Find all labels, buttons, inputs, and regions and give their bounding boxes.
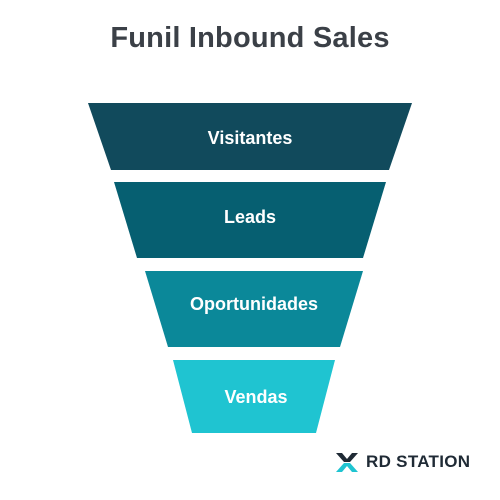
logo-mark-bottom	[336, 463, 358, 472]
funnel-stage-shape	[88, 103, 412, 170]
funnel-stage-label: Vendas	[224, 387, 287, 407]
logo-mark-top	[336, 453, 358, 462]
funnel-stage-vendas: Vendas	[173, 360, 335, 433]
funnel-stage-shape	[114, 182, 386, 258]
logo-text: RD STATION	[366, 452, 471, 471]
funnel-stage-visitantes: Visitantes	[88, 103, 412, 170]
funnel-stage-label: Visitantes	[208, 128, 293, 148]
funnel-stage-shape	[145, 271, 363, 347]
funnel-stage-leads: Leads	[114, 182, 386, 258]
rd-station-logo: RD STATION	[334, 449, 470, 475]
funnel-stage-label: Oportunidades	[190, 294, 318, 314]
page-title: Funil Inbound Sales	[110, 22, 390, 54]
rd-station-logo-icon	[336, 453, 358, 472]
funnel-stage-oportunidades: Oportunidades	[145, 271, 363, 347]
funnel-stage-label: Leads	[224, 207, 276, 227]
funnel-stage-shape	[173, 360, 335, 433]
